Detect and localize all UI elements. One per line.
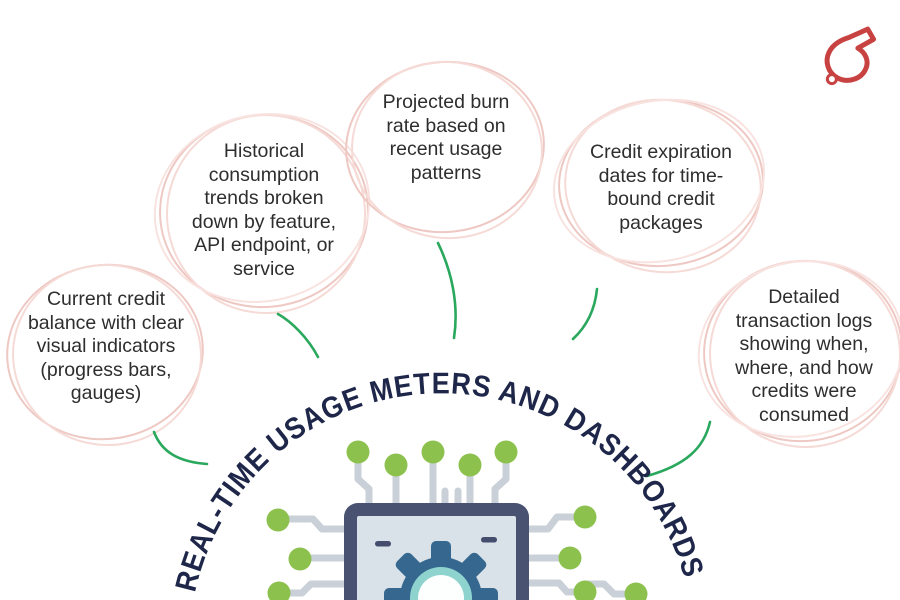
connector-line-left [152,430,209,466]
whistle-icon [824,26,877,86]
circuit-dashboard-illustration [266,440,648,600]
bubble-ellipse [552,98,766,264]
circuit-trace [354,451,373,512]
circuit-node-icon [384,453,408,477]
connector-line-top [436,241,457,340]
circuit-trace [491,451,510,512]
circuit-node-icon [573,580,597,600]
bubble-ellipse [351,60,543,240]
bubble-outline-detailed-transaction-logs [697,259,900,449]
bubble-outline-projected-burn-rate [345,60,545,240]
connector-lines [152,241,712,478]
circuit-node-icon [346,440,370,464]
circuit-nodes [266,440,648,600]
bubble-text-current-credit-balance: Current credit balance with clear visual… [27,288,185,404]
bubble-outline-current-credit-balance [6,263,204,447]
circuit-node-icon [421,440,445,464]
circuit-trace [277,515,352,533]
circuit-node-icon [288,547,312,571]
circuit-node-icon [266,508,290,532]
circuit-node-icon [494,440,518,464]
bubble-outline-credit-expiration [552,98,766,274]
bubble-ellipse [697,260,900,438]
bubble-ellipse [12,263,202,447]
bubble-ellipse [564,98,762,274]
circuit-node-icon [558,546,582,570]
bubble-text-credit-expiration: Credit expiration dates for time- bound … [590,141,732,234]
bubble-ellipse [153,113,371,303]
circuit-node-icon [624,582,648,600]
whistle-body [824,26,877,83]
connector-line-right [645,420,712,478]
gear-center [418,575,464,600]
gear-icon [384,541,498,600]
circuit-trace [522,513,589,533]
tablet-dashboard-icon [344,503,529,600]
connector-line-upper-left [276,312,320,359]
whistle-ring [825,73,838,86]
circuit-node-icon [458,453,482,477]
bubble-text-projected-burn-rate: Projected burn rate based on recent usag… [382,91,510,184]
screen-dash-right [481,537,497,543]
bubble-text-historical-consumption: Historical consumption trends broken dow… [191,140,337,280]
circuit-node-icon [573,505,597,529]
screen-dash-left [375,541,391,547]
bubble-text-detailed-transaction-logs: Detailed transaction logs showing when, … [735,286,873,426]
connector-line-upper-right [571,287,599,341]
circuit-trace [277,580,352,597]
circuit-node-icon [267,581,291,600]
